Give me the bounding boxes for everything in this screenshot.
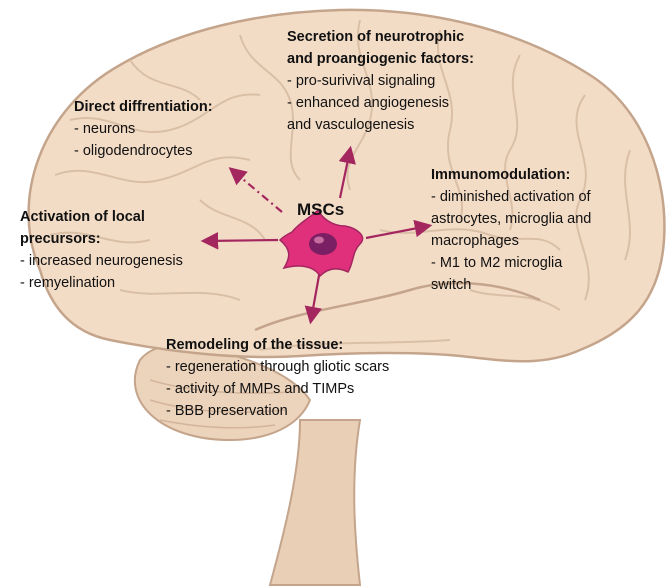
secretion-title-line: and proangiogenic factors: <box>287 51 474 67</box>
secretion-block: Secretion of neurotrophic and proangioge… <box>287 26 474 136</box>
arrow-remodeling <box>304 269 322 325</box>
remodeling-item: - BBB preservation <box>166 403 288 419</box>
secretion-title-line: Secretion of neurotrophic <box>287 29 465 45</box>
arrow-activation <box>200 232 279 250</box>
msc-label: MSCs <box>297 200 345 219</box>
immunomodulation-item: macrophages <box>431 233 519 249</box>
activation-item: - increased neurogenesis <box>20 253 183 269</box>
activation-title-line: precursors: <box>20 231 101 247</box>
immunomodulation-title: Immunomodulation: <box>431 167 571 183</box>
arrow-secretion <box>338 145 356 199</box>
remodeling-block: Remodeling of the tissue: - regeneration… <box>166 334 389 422</box>
arrows <box>200 145 433 325</box>
brainstem <box>268 419 362 586</box>
activation-title-line: Activation of local <box>20 209 145 225</box>
arrow-immunomodulation <box>365 219 433 240</box>
remodeling-item: - activity of MMPs and TIMPs <box>166 381 355 397</box>
secretion-item: and vasculogenesis <box>287 117 415 133</box>
differentiation-item: - neurons <box>74 121 136 137</box>
remodeling-title: Remodeling of the tissue: <box>166 337 344 353</box>
cerebrum <box>27 8 666 363</box>
immunomodulation-block: Immunomodulation: - diminished activatio… <box>431 164 591 296</box>
immunomodulation-item: - diminished activation of <box>431 189 591 205</box>
activation-block: Activation of local precursors: - increa… <box>20 206 183 294</box>
lateral-fissure <box>254 281 541 332</box>
gyri <box>49 19 631 311</box>
immunomodulation-item: - M1 to M2 microglia <box>431 255 563 271</box>
secretion-item: - pro-surivival signaling <box>287 73 436 89</box>
msc-cell-icon <box>278 208 364 278</box>
differentiation-item: - oligodendrocytes <box>74 143 193 159</box>
immunomodulation-item: switch <box>431 277 472 293</box>
arrow-differentiation <box>228 167 283 213</box>
differentiation-block: Direct diffrentiation: - neurons - oligo… <box>74 96 213 162</box>
remodeling-item: - regeneration through gliotic scars <box>166 359 390 375</box>
activation-item: - remyelination <box>20 275 116 291</box>
differentiation-title: Direct diffrentiation: <box>74 99 213 115</box>
immunomodulation-item: astrocytes, microglia and <box>431 211 592 227</box>
secretion-item: - enhanced angiogenesis <box>287 95 450 111</box>
